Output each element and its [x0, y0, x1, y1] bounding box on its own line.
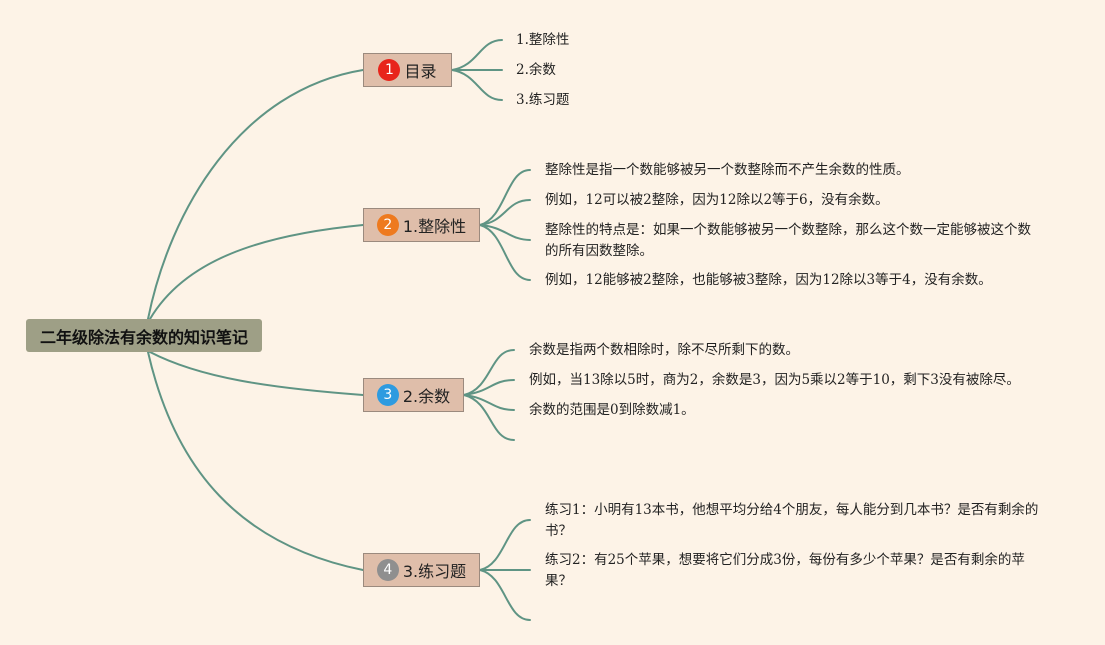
leaf-divisibility-4[interactable]: 例如，12能够被2整除，也能够被3整除，因为12除以3等于4，没有余数。 — [545, 272, 992, 288]
topic-node-divisibility[interactable]: 2 1.整除性 — [363, 208, 480, 242]
link-root-topic-1 — [147, 69, 364, 320]
number-badge-icon: 2 — [376, 214, 399, 236]
leaf-remainder-1[interactable]: 余数是指两个数相除时，除不尽所剩下的数。 — [529, 342, 799, 358]
topic-node-remainder[interactable]: 3 2.余数 — [363, 378, 464, 412]
leaf-remainder-3[interactable]: 余数的范围是0到除数减1。 — [529, 402, 695, 418]
topic-node-exercises[interactable]: 4 3.练习题 — [363, 553, 480, 587]
link-topic-2-leaf-4 — [479, 224, 531, 281]
link-topic-1-leaf-3 — [451, 69, 503, 101]
leaf-exercise-2[interactable]: 练习2：有25个苹果，想要将它们分成3份，每份有多少个苹果？是否有剩余的苹果？ — [545, 552, 1025, 589]
topic-node-contents[interactable]: 1 目录 — [363, 53, 452, 87]
link-topic-3-leaf-2 — [463, 379, 515, 396]
topic-label: 3.练习题 — [402, 562, 467, 581]
link-root-topic-3 — [149, 351, 364, 396]
topic-label: 2.余数 — [402, 387, 451, 406]
root-node[interactable]: 二年级除法有余数的知识笔记 — [26, 319, 262, 352]
link-root-topic-2 — [149, 224, 364, 320]
topic-label: 目录 — [404, 62, 437, 81]
leaf-contents-3[interactable]: 3.练习题 — [516, 92, 570, 108]
leaf-divisibility-3[interactable]: 整除性的特点是：如果一个数能够被另一个数整除，那么这个数一定能够被这个数的所有因… — [545, 222, 1031, 259]
root-label: 二年级除法有余数的知识笔记 — [39, 327, 248, 347]
leaf-divisibility-2[interactable]: 例如，12可以被2整除，因为12除以2等于6，没有余数。 — [545, 192, 889, 208]
link-topic-2-leaf-2 — [479, 199, 531, 226]
leaf-divisibility-1[interactable]: 整除性是指一个数能够被另一个数整除而不产生余数的性质。 — [545, 162, 910, 178]
leaf-contents-2[interactable]: 2.余数 — [516, 62, 556, 78]
link-topic-2-leaf-3 — [479, 224, 531, 241]
link-topic-4-leaf-3 — [479, 569, 531, 621]
number-badge-icon: 1 — [378, 59, 401, 81]
number-badge-icon: 4 — [376, 559, 399, 581]
link-topic-1-leaf-1 — [451, 39, 503, 71]
leaf-contents-1[interactable]: 1.整除性 — [516, 32, 570, 48]
topic-label: 1.整除性 — [402, 217, 467, 236]
link-topic-2-leaf-1 — [479, 169, 531, 226]
link-topic-4-leaf-1 — [479, 519, 531, 571]
link-topic-3-leaf-4 — [463, 394, 515, 441]
number-badge-icon: 3 — [376, 384, 399, 406]
link-root-topic-4 — [147, 351, 364, 571]
link-topic-3-leaf-1 — [463, 349, 515, 396]
leaf-exercise-1[interactable]: 练习1：小明有13本书，他想平均分给4个朋友，每人能分到几本书？是否有剩余的书？ — [545, 502, 1039, 539]
leaf-remainder-2[interactable]: 例如，当13除以5时，商为2，余数是3，因为5乘以2等于10，剩下3没有被除尽。 — [529, 372, 1020, 388]
